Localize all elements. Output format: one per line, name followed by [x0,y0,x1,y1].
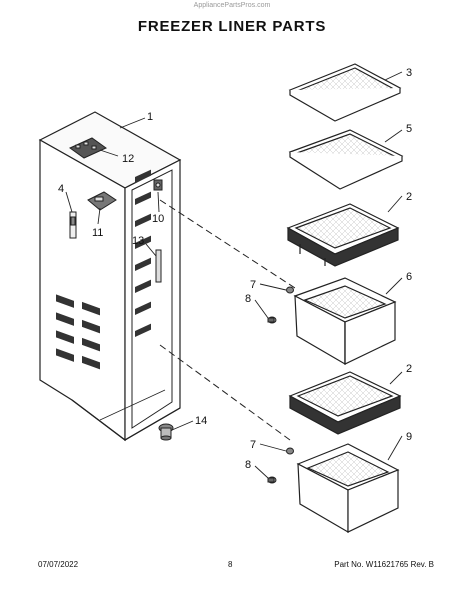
callout-11: 11 [92,227,103,239]
footer-page-number: 8 [228,560,233,569]
freezer-liner [38,111,182,442]
part-2-framed-shelf-lower [288,371,402,435]
part-9-bin [296,443,400,534]
footer-date: 07/07/2022 [38,560,79,569]
callout-leaders [65,71,403,479]
callout-4: 4 [58,183,64,195]
watermark-text: AppliancePartsPros.com [193,2,271,9]
part-3-glass-shelf [288,63,402,122]
callout-13: 13 [132,235,144,247]
part-2-framed-shelf-upper [286,203,400,267]
callout-8-lower: 8 [245,459,251,471]
callout-12: 12 [122,153,134,165]
callout-7-upper: 7 [250,279,256,291]
liner-slots [56,169,151,370]
part-10-clip [153,179,163,191]
callout-9: 9 [406,431,412,443]
part-5-glass-shelf [288,129,404,190]
part-8-stop-upper [267,316,277,324]
footer-part-number: Part No. W11621765 Rev. B [334,560,434,569]
part-7-screw-upper [286,286,294,294]
part-11-light-housing [87,191,117,211]
callout-2-upper: 2 [406,191,412,203]
callout-5: 5 [406,123,412,135]
part-4-thermistor [69,211,77,239]
callout-8-upper: 8 [245,293,251,305]
callout-14: 14 [195,415,207,427]
part-14-leveler [158,423,174,441]
part-7-screw-lower [286,447,294,455]
part-8-stop-lower [267,476,277,484]
callout-6: 6 [406,271,412,283]
callout-7-lower: 7 [250,439,256,451]
callout-2-lower: 2 [406,363,412,375]
page-title: FREEZER LINER PARTS [137,18,327,35]
callout-10: 10 [152,213,164,225]
part-12-vent-cover [69,137,107,159]
part-13-strip [155,249,162,283]
callout-1: 1 [147,111,153,123]
dashed-leaders [159,199,296,441]
part-6-bin [293,277,397,366]
callout-3: 3 [406,67,412,79]
